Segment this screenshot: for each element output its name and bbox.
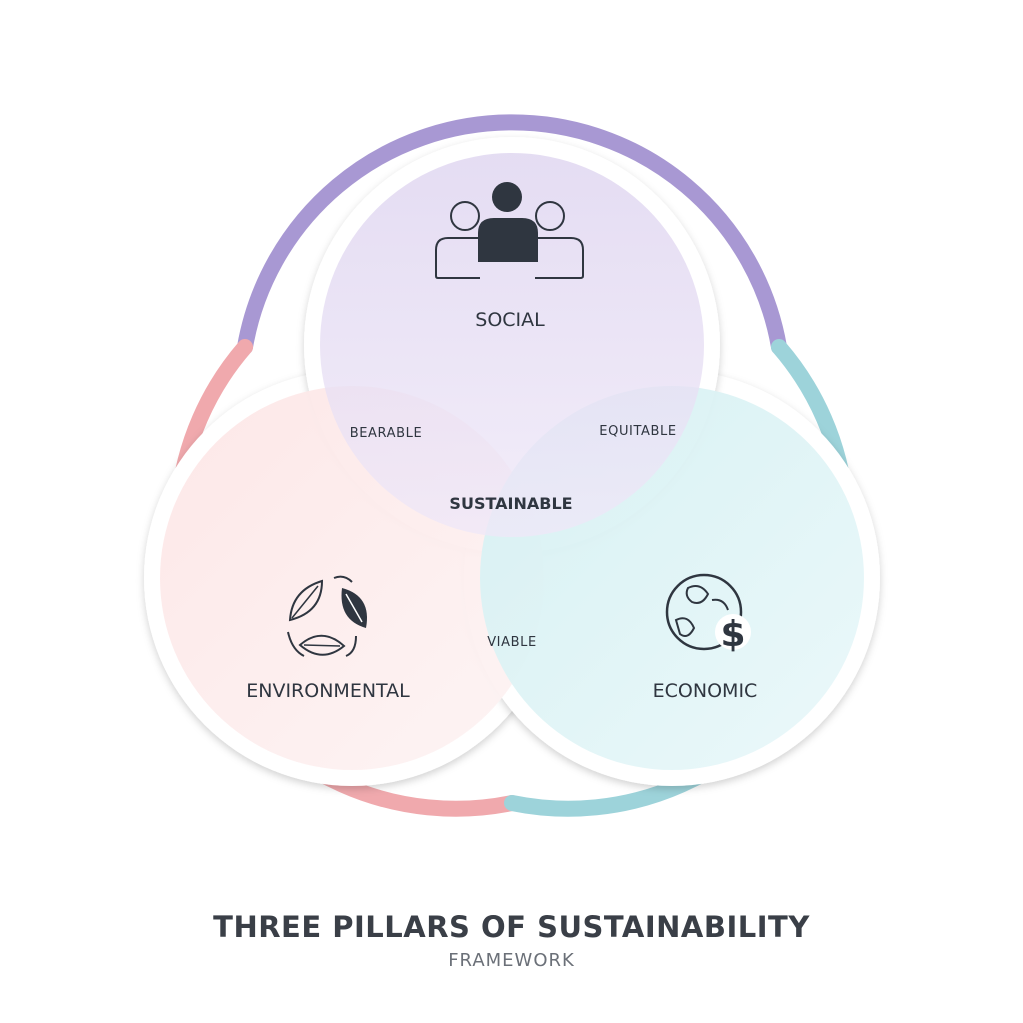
svg-text:$: $: [720, 614, 745, 655]
sustainable-label: SUSTAINABLE: [449, 494, 572, 513]
leaves-recycle-icon: [287, 575, 367, 657]
viable-label: VIABLE: [487, 635, 537, 650]
diagram-subtitle: FRAMEWORK: [448, 950, 575, 971]
equitable-label: EQUITABLE: [599, 424, 676, 439]
diagram-title: THREE PILLARS OF SUSTAINABILITY: [213, 910, 810, 944]
social-label: SOCIAL: [475, 309, 545, 331]
venn-diagram: $ SOCIAL ENVIRONMENTAL ECONOMIC BEARABLE…: [144, 114, 880, 817]
environmental-label: ENVIRONMENTAL: [246, 680, 410, 702]
globe-dollar-icon: $: [665, 573, 751, 655]
economic-label: ECONOMIC: [653, 680, 758, 702]
social-circle: [320, 153, 704, 537]
bearable-label: BEARABLE: [350, 426, 423, 441]
social-ring: [237, 114, 787, 355]
people-icon: [435, 182, 584, 279]
